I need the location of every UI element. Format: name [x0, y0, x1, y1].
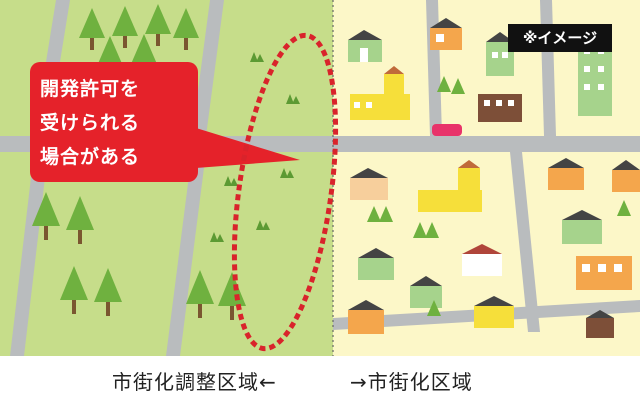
house-icon: [474, 296, 514, 328]
house-icon: [562, 210, 602, 244]
house-icon: [358, 248, 394, 280]
house-icon: [348, 300, 384, 334]
tree-icon: [94, 268, 122, 316]
grass-icon: [210, 232, 224, 242]
tree-icon: [425, 222, 439, 238]
tree-icon: [451, 78, 465, 94]
house-icon: [462, 244, 502, 276]
house-icon: [430, 18, 462, 50]
building-icon: [478, 94, 522, 122]
urban-trees: [367, 76, 631, 316]
tree-icon: [186, 270, 214, 318]
label-urbanization-control-area: 市街化調整区域←: [112, 370, 277, 394]
tree-icon: [617, 200, 631, 216]
tree-icon: [32, 192, 60, 240]
school-icon: [418, 160, 482, 212]
house-icon: [348, 30, 382, 62]
house-icon: [586, 310, 614, 338]
house-icon: [548, 158, 584, 190]
badge-text: ※イメージ: [522, 29, 598, 47]
grass-icon: [256, 220, 270, 230]
buildings: [348, 18, 640, 338]
grass-icon: [286, 94, 300, 104]
tree-icon: [173, 8, 199, 50]
zoning-illustration: [0, 0, 640, 356]
grass-tufts: [210, 52, 300, 242]
image-only-badge: [508, 24, 612, 52]
factory-icon: [576, 256, 632, 290]
tree-icon: [427, 300, 441, 316]
label-urbanization-area: →市街化区域: [350, 370, 473, 394]
road: [510, 152, 540, 332]
tree-icon: [145, 4, 171, 46]
grass-icon: [280, 168, 294, 178]
trees: [32, 4, 246, 320]
tree-icon: [367, 206, 381, 222]
tree-icon: [60, 266, 88, 314]
tree-icon: [413, 222, 427, 238]
road: [192, 0, 224, 136]
tree-icon: [437, 76, 451, 92]
tree-icon: [112, 6, 138, 48]
tree-icon: [79, 8, 105, 50]
tree-icon: [379, 206, 393, 222]
house-icon: [612, 160, 640, 192]
school-icon: [350, 66, 410, 120]
callout-text: 開発許可を 受けられる 場合がある: [40, 78, 141, 168]
road: [166, 152, 206, 356]
grass-icon: [250, 52, 264, 62]
road: [10, 152, 48, 356]
tree-icon: [66, 196, 94, 244]
house-icon: [350, 168, 388, 200]
development-permit-area-outline: [231, 32, 339, 352]
train-icon: [432, 124, 462, 136]
grass-icon: [224, 176, 238, 186]
apartment-icon: [578, 40, 612, 116]
